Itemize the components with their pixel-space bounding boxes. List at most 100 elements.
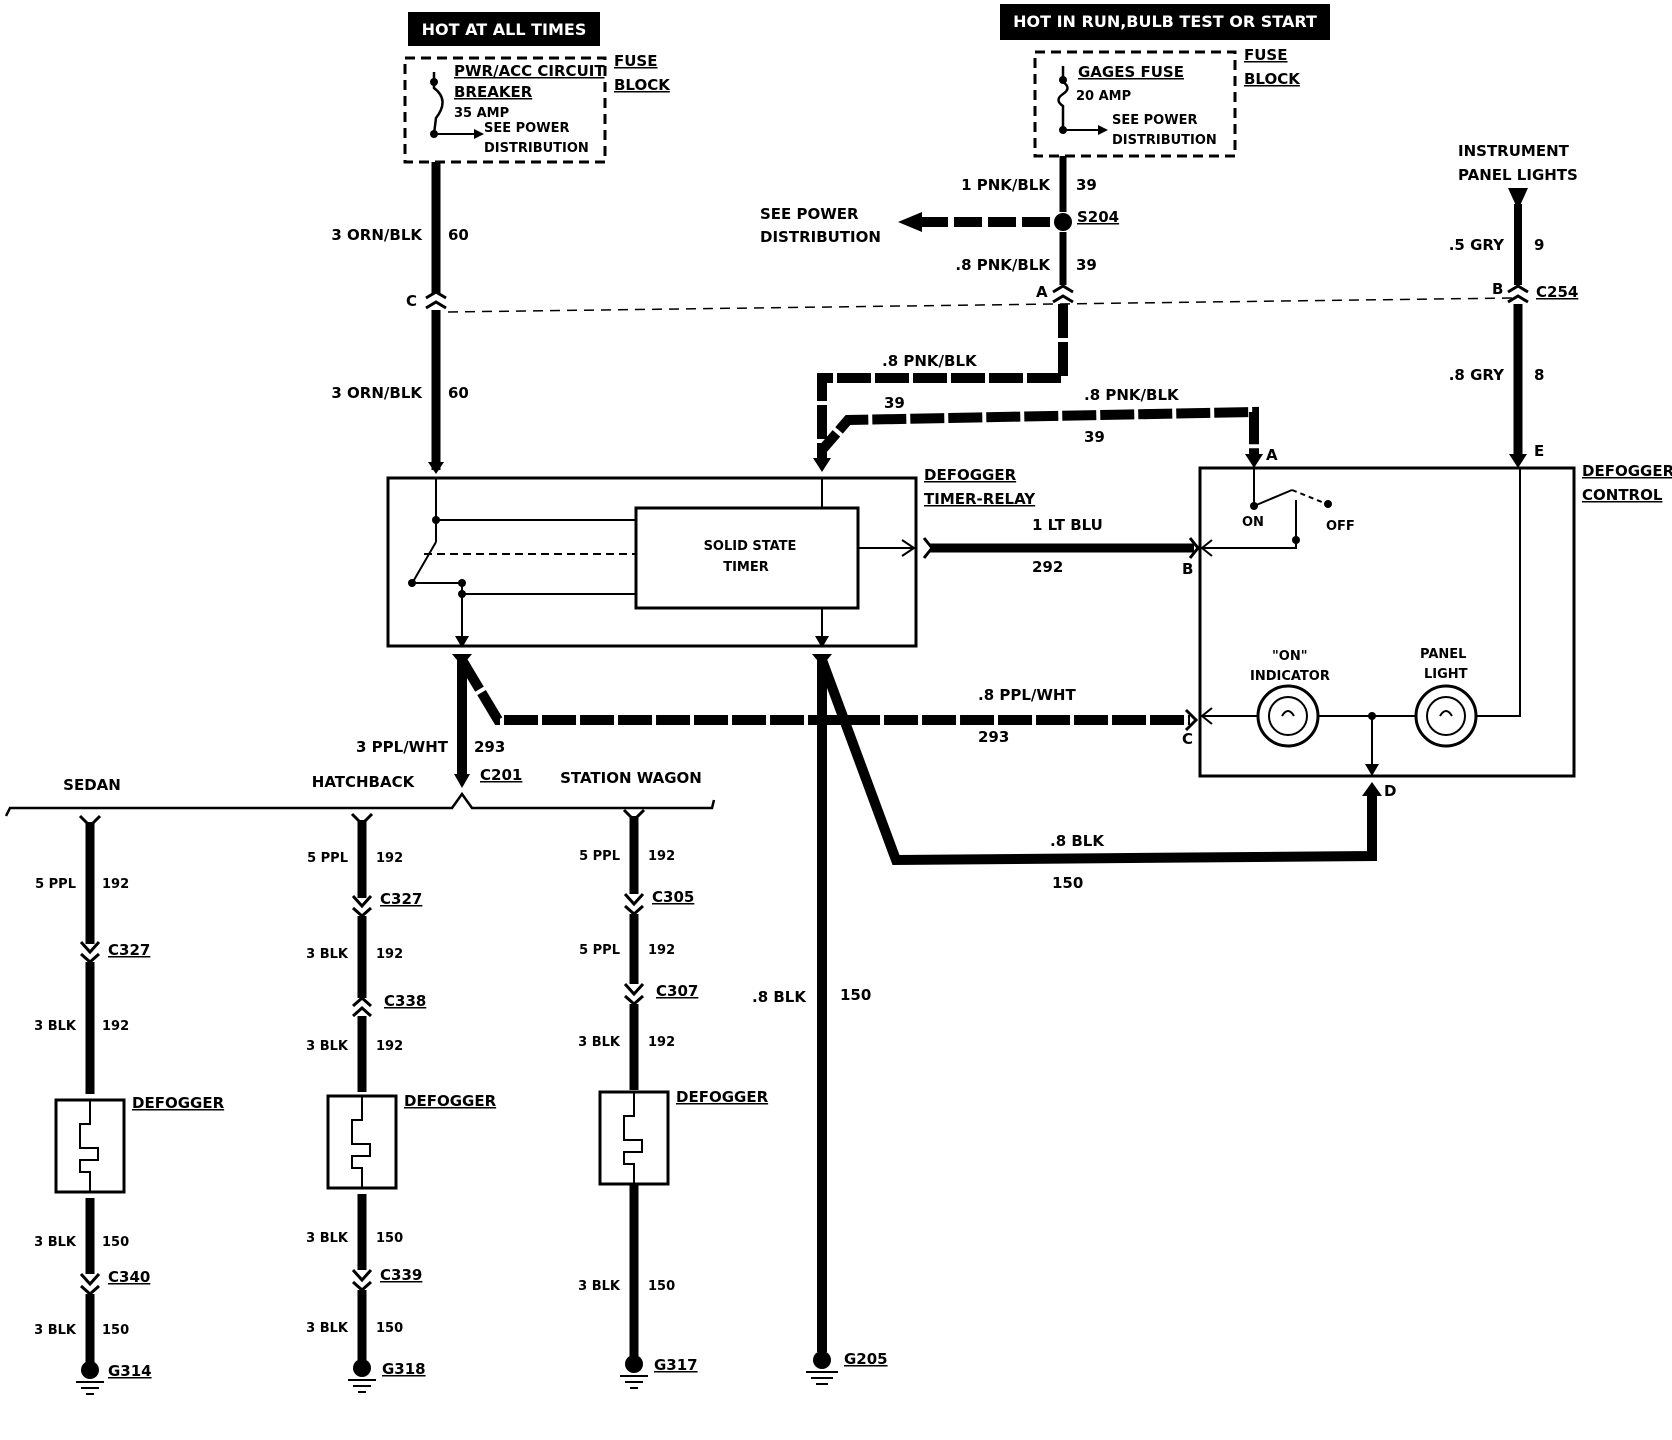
- sedan-c340-symbol: [79, 1272, 101, 1297]
- solid-state-timer-label-1: SOLID STATE: [704, 539, 797, 554]
- wagon-w4-label: 3 BLK: [578, 1279, 621, 1294]
- hatch-w5-label: 3 BLK: [306, 1321, 349, 1336]
- hatch-c339-symbol: [351, 1268, 373, 1293]
- wire-pnk-arrowhead-control: [1245, 454, 1263, 468]
- pnk-blk-3-number: 39: [884, 394, 905, 412]
- ppl-wht-down-number: 293: [474, 738, 505, 756]
- sedan-ground-label: G314: [108, 1362, 152, 1380]
- breaker-see-1: SEE POWER: [484, 121, 569, 136]
- hot-at-all-times-label: HOT AT ALL TIMES: [422, 20, 587, 39]
- sedan-w4-number: 150: [102, 1323, 129, 1338]
- wagon-w2-number: 192: [648, 943, 675, 958]
- g205-terminal: [813, 1351, 831, 1369]
- hatch-c327-symbol: [351, 894, 373, 919]
- indicator-d-arrow: [1365, 764, 1379, 776]
- relay-contact-node: [408, 579, 416, 587]
- hatch-w5-number: 150: [376, 1321, 403, 1336]
- connector-a-label: A: [1036, 283, 1048, 301]
- wire-ppl-wht-down-arrow: [454, 774, 470, 788]
- orn-blk-top-label: 3 ORN/BLK: [331, 226, 423, 244]
- indicator-c-arrow: [1200, 707, 1213, 725]
- timer-relay-box: [386, 476, 918, 648]
- wagon-w3-label: 3 BLK: [578, 1035, 621, 1050]
- wagon-w1-number: 192: [648, 849, 675, 864]
- timer-relay-label-1: DEFOGGER: [924, 466, 1017, 484]
- sedan-c327-symbol: [79, 940, 101, 965]
- splice-s204: [1054, 213, 1072, 231]
- fuse-block-right: [1033, 50, 1237, 158]
- panel-light-bulb: [1414, 684, 1478, 748]
- defogger-control-label-2: CONTROL: [1582, 486, 1663, 504]
- wagon-ground-label: G317: [654, 1356, 698, 1374]
- wire-ppl-wht-top-cap: [452, 654, 472, 666]
- wagon-w3-number: 192: [648, 1035, 675, 1050]
- wire-gry-arrowhead: [1509, 454, 1527, 468]
- gry-2-label: .8 GRY: [1449, 366, 1505, 384]
- sedan-w4-label: 3 BLK: [34, 1323, 77, 1338]
- sedan-ground-terminal: [81, 1361, 99, 1379]
- hot-in-run-tag: [1000, 4, 1330, 40]
- wagon-circuit: [598, 808, 670, 1389]
- ppl-wht-down-label: 3 PPL/WHT: [356, 738, 449, 756]
- blk-ground-number: 150: [840, 986, 871, 1004]
- g205-ground-icon: [806, 1371, 838, 1385]
- solid-state-timer-box: [634, 506, 860, 610]
- on-indicator-filament: [1281, 710, 1295, 717]
- panel-light-label-2: LIGHT: [1424, 667, 1468, 682]
- wagon-c305-symbol: [623, 892, 645, 917]
- wagon-defogger-grid: [623, 1092, 643, 1184]
- fuse-terminal-top: [1059, 76, 1067, 84]
- sedan-defogger-grid: [79, 1100, 99, 1192]
- switch-off-contact: [1324, 500, 1332, 508]
- hatch-w2-label: 3 BLK: [306, 947, 349, 962]
- sedan-conn2-label: C340: [108, 1268, 150, 1286]
- breaker-terminal-top: [430, 78, 438, 86]
- hatchback-circuit: [326, 812, 398, 1393]
- gry-2-number: 8: [1534, 366, 1544, 384]
- wagon-w2-label: 5 PPL: [579, 943, 620, 958]
- sedan-w2-label: 3 BLK: [34, 1019, 77, 1034]
- variant-bus-line: [4, 791, 716, 817]
- see-distribution-1: SEE POWER: [760, 205, 859, 223]
- wire-pnk-blk-3: [817, 304, 1068, 462]
- fuse-block-left: [403, 56, 607, 164]
- lt-blu-number: 292: [1032, 558, 1063, 576]
- sedan-title: SEDAN: [63, 776, 121, 794]
- wire-pnk-blk-4: [817, 406, 1259, 462]
- pnk-blk-1-label: 1 PNK/BLK: [961, 176, 1051, 194]
- pnk-blk-1-number: 39: [1076, 176, 1097, 194]
- panel-light-to-e: [1476, 468, 1521, 717]
- sedan-circuit: [54, 814, 126, 1395]
- see-distribution-arrowhead: [898, 212, 922, 232]
- breaker-see-2: DISTRIBUTION: [484, 141, 589, 156]
- instrument-label-2: PANEL LIGHTS: [1458, 166, 1578, 184]
- connector-c201-label: C201: [480, 766, 522, 784]
- hot-at-all-times-tag: [408, 12, 600, 46]
- relay-output-arrow: [455, 636, 469, 648]
- control-a-label: A: [1266, 446, 1278, 464]
- connector-b-label: B: [1492, 280, 1503, 298]
- breaker-amp: 35 AMP: [454, 106, 509, 121]
- hot-in-run-label: HOT IN RUN,BULB TEST OR START: [1013, 12, 1317, 31]
- defogger-control-label-1: DEFOGGER: [1582, 462, 1672, 480]
- g205-label: G205: [844, 1350, 888, 1368]
- defogger-control-box: [1198, 466, 1576, 778]
- hatch-defogger-label: DEFOGGER: [404, 1092, 497, 1110]
- panel-light-label-1: PANEL: [1420, 647, 1466, 662]
- wagon-ground-terminal: [625, 1355, 643, 1373]
- orn-blk-bottom-number: 60: [448, 384, 469, 402]
- switch-b-arrow: [1200, 539, 1213, 557]
- on-indicator-bulb: [1256, 684, 1320, 748]
- hatch-conn2-label: C338: [384, 992, 426, 1010]
- wire-ppl-wht-right-end: [1184, 708, 1199, 732]
- hatchback-title: HATCHBACK: [312, 773, 416, 791]
- sedan-w1-number: 192: [102, 877, 129, 892]
- switch-on-to-b: [1200, 540, 1297, 549]
- wire-pnk-arrowhead-relay: [813, 458, 831, 472]
- orn-blk-bottom-label: 3 ORN/BLK: [331, 384, 423, 402]
- fuse-block-right-label-1: FUSE: [1244, 46, 1287, 64]
- control-b-label: B: [1182, 560, 1193, 578]
- breaker-terminal-bottom: [430, 130, 438, 138]
- sedan-w3-label: 3 BLK: [34, 1235, 77, 1250]
